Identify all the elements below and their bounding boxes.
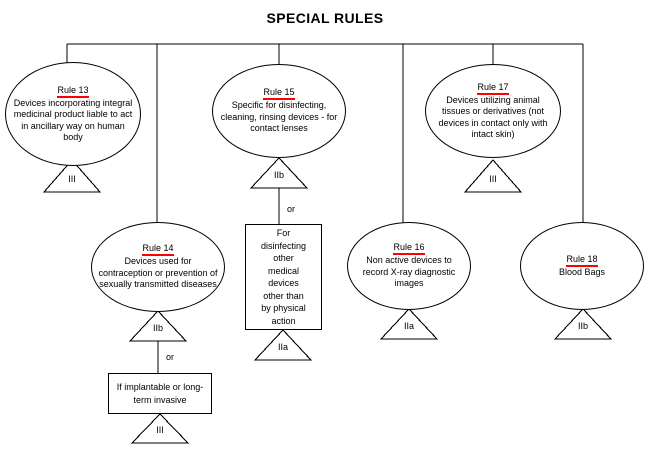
node-rule16[interactable]: Rule 16 Non active devices to record X-r… (347, 222, 471, 310)
rule14-class-label: IIb (152, 323, 163, 333)
rule15-branch-text: For disinfecting other medical devices o… (260, 228, 307, 326)
node-rule17[interactable]: Rule 17 Devices utilizing animal tissues… (425, 64, 561, 158)
rule13-label: Rule 13 (57, 85, 89, 98)
rule18-label: Rule 18 (566, 254, 598, 267)
rule16-text: Non active devices to record X-ray diagn… (362, 255, 456, 289)
node-rule14-branch[interactable]: If implantable or long-term invasive (108, 373, 212, 414)
rule18-class-label: IIb (577, 321, 588, 331)
node-rule15-branch[interactable]: For disinfecting other medical devices o… (245, 224, 322, 330)
class-triangle-rule13 (42, 159, 102, 193)
rule17-class-label: III (489, 174, 497, 184)
node-rule13[interactable]: Rule 13 Devices incorporating integral m… (5, 62, 141, 166)
class-triangle-rule15-branch (253, 329, 313, 361)
class-triangle-rule16 (379, 308, 439, 340)
rule16-label: Rule 16 (393, 242, 425, 256)
class-triangle-rule14-branch (130, 413, 190, 444)
page-title: SPECIAL RULES (266, 10, 384, 26)
rule16-class-label: IIa (403, 321, 414, 331)
rule14-or-connector: or (166, 352, 175, 362)
rule14-label: Rule 14 (142, 243, 174, 257)
rule14-branch-class-label: III (156, 425, 164, 435)
rule17-text: Devices utilizing animal tissues or deri… (438, 94, 548, 140)
rule13-class-label: III (68, 174, 76, 184)
rule14-text: Devices used for contraception or preven… (98, 256, 218, 290)
class-triangle-rule17 (463, 159, 523, 193)
node-rule14[interactable]: Rule 14 Devices used for contraception o… (91, 222, 225, 312)
rule15-text: Specific for disinfecting, cleaning, rin… (220, 100, 338, 134)
rule15-branch-class-label: IIa (277, 342, 288, 352)
rule14-branch-text: If implantable or long-term invasive (116, 382, 204, 405)
rule18-text: Blood Bags (558, 266, 606, 277)
rule15-class-label: IIb (273, 170, 284, 180)
class-triangle-rule18 (553, 308, 613, 340)
rule13-text: Devices incorporating integral medicinal… (13, 97, 133, 143)
rule17-label: Rule 17 (477, 82, 509, 95)
rule15-label: Rule 15 (263, 87, 295, 101)
node-rule15[interactable]: Rule 15 Specific for disinfecting, clean… (212, 64, 346, 158)
rule15-or-connector: or (287, 204, 296, 214)
node-rule18[interactable]: Rule 18 Blood Bags (520, 222, 644, 310)
